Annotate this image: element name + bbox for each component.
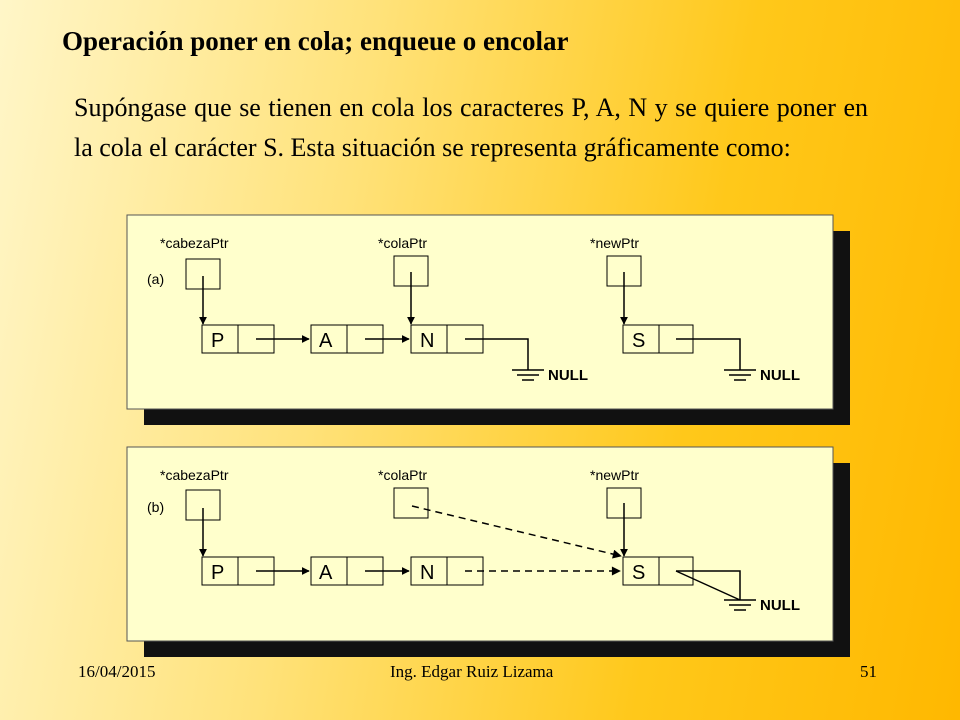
footer-page-number: 51 xyxy=(860,662,877,681)
ground-null-s-b xyxy=(675,570,756,611)
node-a-value: A xyxy=(319,330,333,352)
node-p-value: P xyxy=(211,330,224,352)
null-label-s: NULL xyxy=(760,367,800,384)
panel-b: (b) *cabezaPtr *colaPtr *newPtr P A N S xyxy=(126,446,850,657)
ground-null-n xyxy=(465,338,544,381)
pointer-label-newptr: *newPtr xyxy=(590,235,639,251)
slide-title: Operación poner en cola; enqueue o encol… xyxy=(62,26,569,56)
panel-b-label: (b) xyxy=(147,499,164,515)
null-label-s-b: NULL xyxy=(760,597,800,614)
footer-author: Ing. Edgar Ruiz Lizama xyxy=(390,662,554,681)
pointer-label-cabezaptr-b: *cabezaPtr xyxy=(160,467,229,483)
panel-b-frame xyxy=(126,446,834,642)
pointer-label-newptr-b: *newPtr xyxy=(590,467,639,483)
null-label-n: NULL xyxy=(548,367,588,384)
pointer-label-colaptr: *colaPtr xyxy=(378,235,427,251)
footer-date: 16/04/2015 xyxy=(78,662,156,681)
panel-a-frame xyxy=(126,214,834,410)
pointer-label-colaptr-b: *colaPtr xyxy=(378,467,427,483)
panel-a: (a) *cabezaPtr *colaPtr *newPtr P A N xyxy=(126,214,850,425)
node-n-value: N xyxy=(420,330,434,352)
node-a-value-b: A xyxy=(319,562,333,584)
node-s-value-b: S xyxy=(632,562,645,584)
pointer-label-cabezaptr: *cabezaPtr xyxy=(160,235,229,251)
pointer-box-colaptr-b xyxy=(393,487,429,519)
slide-paragraph: Supóngase que se tienen en cola los cara… xyxy=(74,93,868,162)
panel-a-label: (a) xyxy=(147,271,164,287)
ground-null-s xyxy=(676,338,756,381)
node-n-b: N xyxy=(410,556,484,586)
node-s-value: S xyxy=(632,330,645,352)
node-n-value-b: N xyxy=(420,562,434,584)
node-p-value-b: P xyxy=(211,562,224,584)
